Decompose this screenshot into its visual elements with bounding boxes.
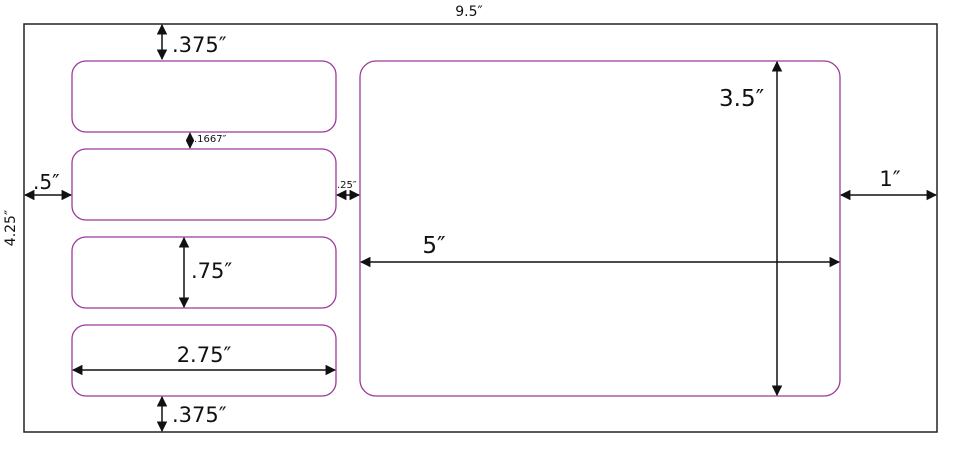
bottom-margin-label: .375″ [172, 403, 227, 427]
small-label-4 [71, 324, 337, 397]
small-label-1 [71, 60, 337, 133]
right-margin-label: 1″ [879, 167, 900, 191]
top-margin-label: .375″ [172, 33, 227, 57]
label-gap-label: .1667″ [194, 134, 227, 145]
large-label [359, 60, 841, 397]
large-label-width-label: 5″ [422, 233, 446, 259]
small-label-2 [71, 148, 337, 221]
sheet-outline [23, 23, 938, 433]
small-label-3 [71, 236, 337, 309]
small-label-width-label: 2.75″ [177, 343, 232, 367]
column-gap-label: .25″ [337, 180, 357, 191]
large-label-height-label: 3.5″ [719, 86, 765, 112]
sheet-height-label: 4.25″ [3, 210, 19, 246]
sheet-width-label: 9.5″ [455, 4, 483, 20]
left-margin-label: .5″ [33, 170, 60, 194]
small-label-height-label: .75″ [191, 259, 232, 283]
